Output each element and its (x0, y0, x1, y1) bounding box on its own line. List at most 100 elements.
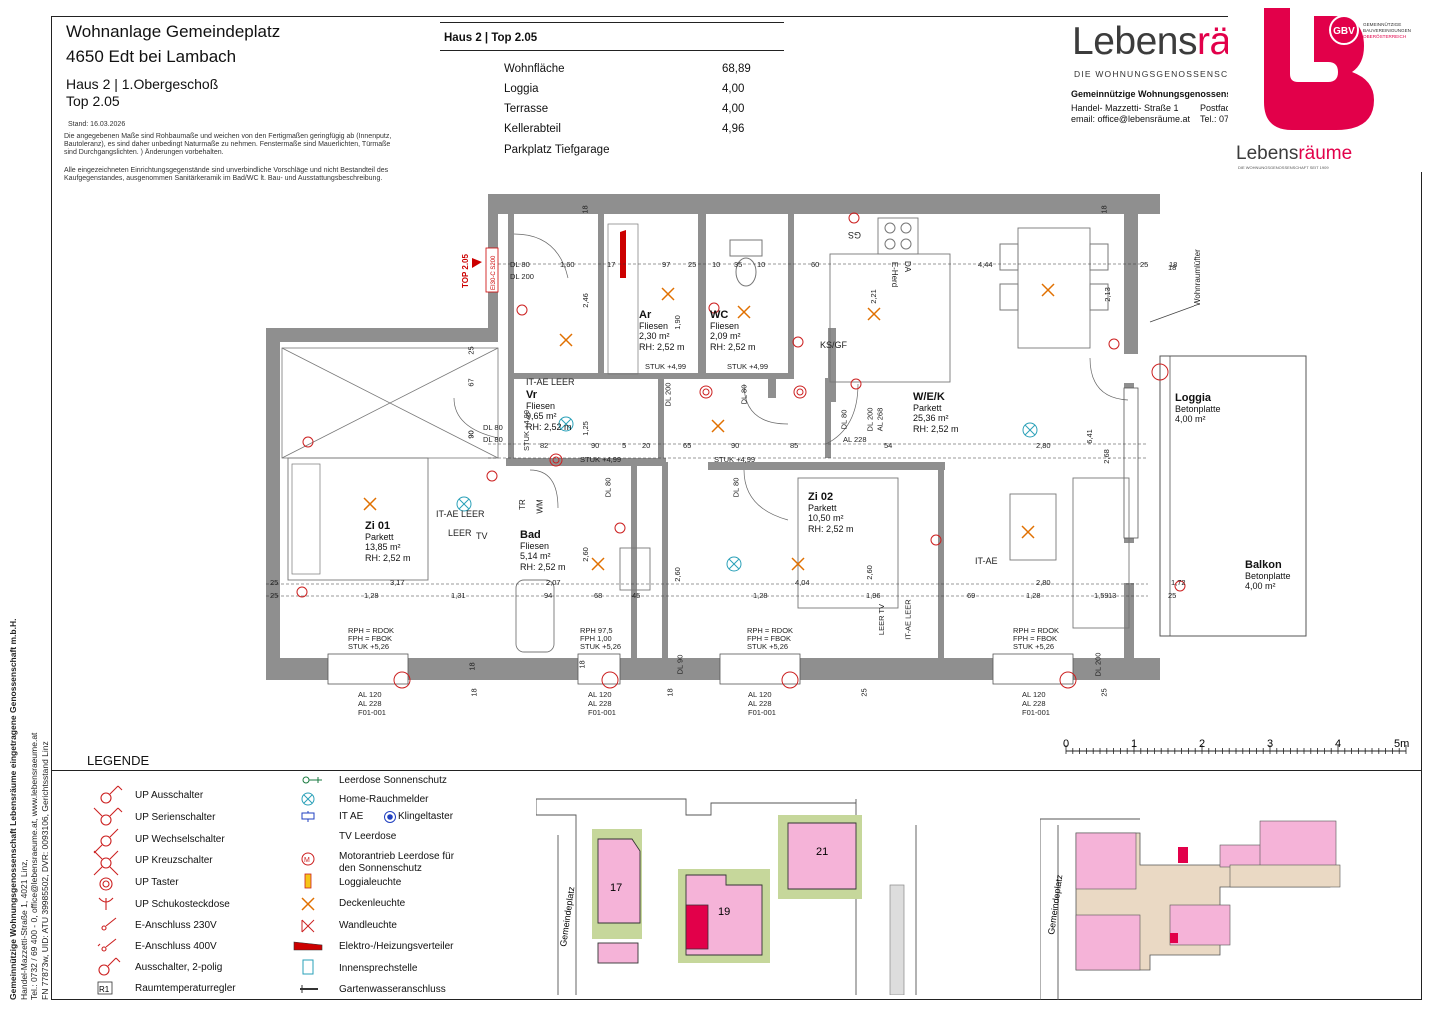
room-height: RH: 2,52 m (913, 423, 959, 434)
room-name: Bad (520, 529, 541, 541)
dimension-label: 18 (469, 688, 479, 697)
plan-label: GS (848, 230, 862, 240)
legend-label: Home-Rauchmelder (339, 794, 429, 805)
subtitle-line1: Haus 2 | 1.Obergeschoß (66, 76, 219, 92)
logo-part-a: Lebens (1072, 20, 1197, 63)
room-height: RH: 2,52 m (808, 523, 854, 534)
dimension-label: 25 (1168, 591, 1177, 600)
dimension-label: DL 200 (663, 382, 673, 407)
table-row-label: Parkplatz Tiefgarage (504, 144, 610, 156)
room-height: RH: 2,52 m (710, 341, 756, 352)
gbv-line1: GEMEINNÜTZIGE (1363, 21, 1401, 27)
dimension-label: DL 80 (603, 477, 613, 498)
company-phone: Tel.: 0732 (1200, 114, 1240, 124)
dimension-label: 94 (544, 591, 553, 600)
dimension-label: 35 (734, 260, 743, 269)
building-label: 21 (816, 846, 828, 858)
room-label-ar: Ar Fliesen 2,30 m² RH: 2,52 m (639, 310, 685, 352)
legend-label: Ausschalter, 2-polig (135, 962, 223, 973)
side-text-line4: FN 77873w, UID: ATU 39985502, DVR: 00931… (39, 741, 50, 1000)
room-area: 10,50 m² (808, 513, 844, 523)
title-line2: 4650 Edt bei Lambach (66, 47, 237, 66)
rdok-line: RPH = RDOK (747, 626, 794, 635)
room-name: Loggia (1175, 392, 1212, 404)
room-area: 2,30 m² (639, 331, 670, 341)
deckenleuchten (363, 283, 1055, 571)
badge-logo-a: Lebens (1236, 143, 1298, 164)
room-label-zi02: Zi 02 Parkett 10,50 m² RH: 2,52 m (808, 492, 854, 534)
dimension-label: 10 (757, 260, 766, 269)
room-floor: Fliesen (639, 320, 669, 331)
rdok-3: RPH = RDOK FPH = FBOK STUK +5,26 (747, 627, 793, 651)
rdok-line: STUK +5,26 (747, 642, 789, 651)
legend-label: TV Leerdose (339, 831, 397, 842)
legend-label: UP Ausschalter (135, 790, 204, 801)
plan-label: DA (903, 260, 913, 273)
plan-label: TV (476, 531, 488, 541)
klingeltaster-icon (384, 811, 396, 823)
dimension-label: 25 (1140, 260, 1149, 269)
rdok-line: FPH 1,00 (580, 634, 612, 643)
legend-label: E-Anschluss 400V (135, 941, 217, 952)
al-line: AL 228 (358, 699, 382, 708)
dimension-label: 18 (665, 688, 675, 697)
company-email: email: office@lebensräume.at (1071, 114, 1191, 124)
scale-tick-label: 2 (1199, 738, 1205, 750)
rdok-line: FPH = FBOK (747, 634, 791, 643)
dimension-label: 13 (1108, 591, 1117, 600)
dimension-label: 82 (540, 441, 549, 450)
svg-text:Lebensräume: Lebensräume (1236, 143, 1352, 164)
legend-label: E-Anschluss 230V (135, 920, 217, 931)
dimension-label: 1,60 (560, 260, 575, 269)
dimension-label: 1,28 (1026, 591, 1041, 600)
room-label-wek: W/E/K Parkett 25,36 m² RH: 2,52 m (913, 392, 959, 434)
rdok-4: RPH = RDOK FPH = FBOK STUK +5,26 (1013, 627, 1059, 651)
gbv-line2: BAUVEREINIGUNGEN (1363, 28, 1411, 33)
plan-label: STUK +4,99 (727, 362, 769, 371)
dimension-label: 18 (577, 660, 587, 669)
room-name: WC (710, 309, 729, 321)
building-label: 17 (610, 882, 622, 894)
table-row-value: 4,00 (722, 83, 745, 95)
plan-label: STUK +4,99 (522, 409, 532, 452)
dimension-label: DL 80 (483, 435, 503, 444)
side-text-line3: Tel.: 0732 / 69 400 - 0, office@lebensra… (29, 732, 39, 1000)
legend-label: Motorantrieb Leerdose für (339, 851, 455, 862)
table-row-value: 4,96 (722, 123, 745, 135)
al-line: AL 228 (1022, 699, 1046, 708)
dimension-label: 4,44 (978, 260, 993, 269)
legend-label: UP Serienschalter (135, 812, 216, 823)
legend-label: UP Schukosteckdose (135, 899, 230, 910)
dimension-label: DL 80 (483, 423, 503, 432)
dimension-label: 67 (466, 378, 476, 387)
dimension-label: 2,80 (1036, 441, 1051, 450)
legend-label: UP Taster (135, 877, 179, 888)
legend-label: Wandleuchte (339, 920, 397, 931)
room-floor: Fliesen (526, 400, 556, 411)
plan-label: IT-AE LEER (903, 599, 913, 640)
table-row-value: 4,00 (722, 103, 745, 115)
legend-label: Raumtemperaturregler (135, 983, 236, 994)
dimension-label: DL 80 (510, 260, 530, 269)
plan-label: WM (535, 499, 545, 514)
dimension-label: 2,80 (1036, 578, 1051, 587)
motorantrieb (393, 363, 1169, 689)
dimension-label: 2,60 (672, 567, 682, 582)
room-floor: Fliesen (710, 320, 740, 331)
table-row-label: Kellerabteil (504, 123, 561, 135)
gbv-mark-text: GBV (1333, 26, 1355, 37)
ei30-label: EI30-C S200 (491, 255, 497, 290)
dimension-label: 54 (884, 441, 893, 450)
room-name: Zi 01 (365, 520, 391, 532)
dimension-label: 10 (712, 260, 721, 269)
room-height: RH: 2,52 m (365, 552, 411, 563)
window-label: AL 120 AL 228 F01-001 (1022, 690, 1050, 717)
dimension-label: 18 (1169, 260, 1178, 269)
al-line: F01-001 (748, 708, 776, 717)
motor-mark: M (304, 857, 310, 864)
plan-label: IT-AE LEER (526, 377, 575, 387)
al-line: AL 120 (358, 690, 382, 699)
dimension-label: 25 (270, 578, 279, 587)
room-area: 25,36 m² (913, 413, 949, 423)
stand-date: Stand: 16.03.2026 (68, 121, 126, 128)
